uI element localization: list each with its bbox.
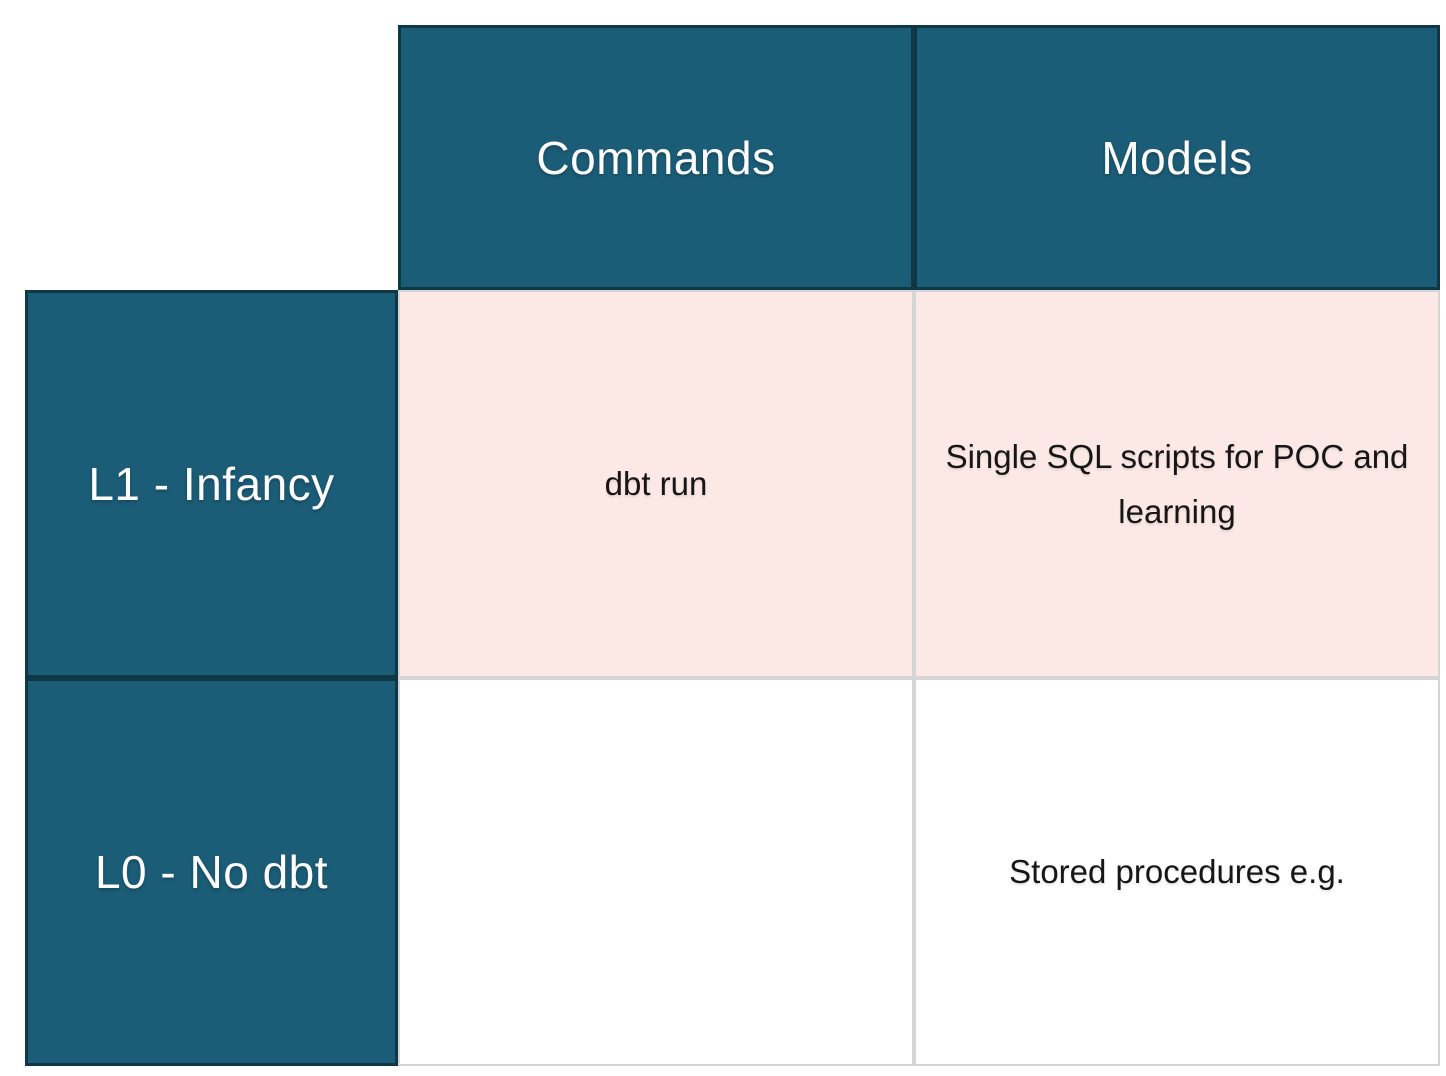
table-row: L0 - No dbt Stored procedures e.g.: [25, 678, 1440, 1066]
column-header-commands: Commands: [398, 25, 914, 290]
cell-l0-commands: [398, 678, 914, 1066]
corner-spacer: [25, 25, 398, 290]
cell-l1-models: Single SQL scripts for POC and learning: [914, 290, 1440, 678]
cell-l1-commands: dbt run: [398, 290, 914, 678]
dbt-maturity-matrix: Commands Models L1 - Infancy dbt run Sin…: [25, 25, 1440, 1066]
row-header-l0-no-dbt: L0 - No dbt: [25, 678, 398, 1066]
cell-l0-models: Stored procedures e.g.: [914, 678, 1440, 1066]
column-header-models: Models: [914, 25, 1440, 290]
table-row: L1 - Infancy dbt run Single SQL scripts …: [25, 290, 1440, 678]
row-header-l1-infancy: L1 - Infancy: [25, 290, 398, 678]
header-row: Commands Models: [25, 25, 1440, 290]
